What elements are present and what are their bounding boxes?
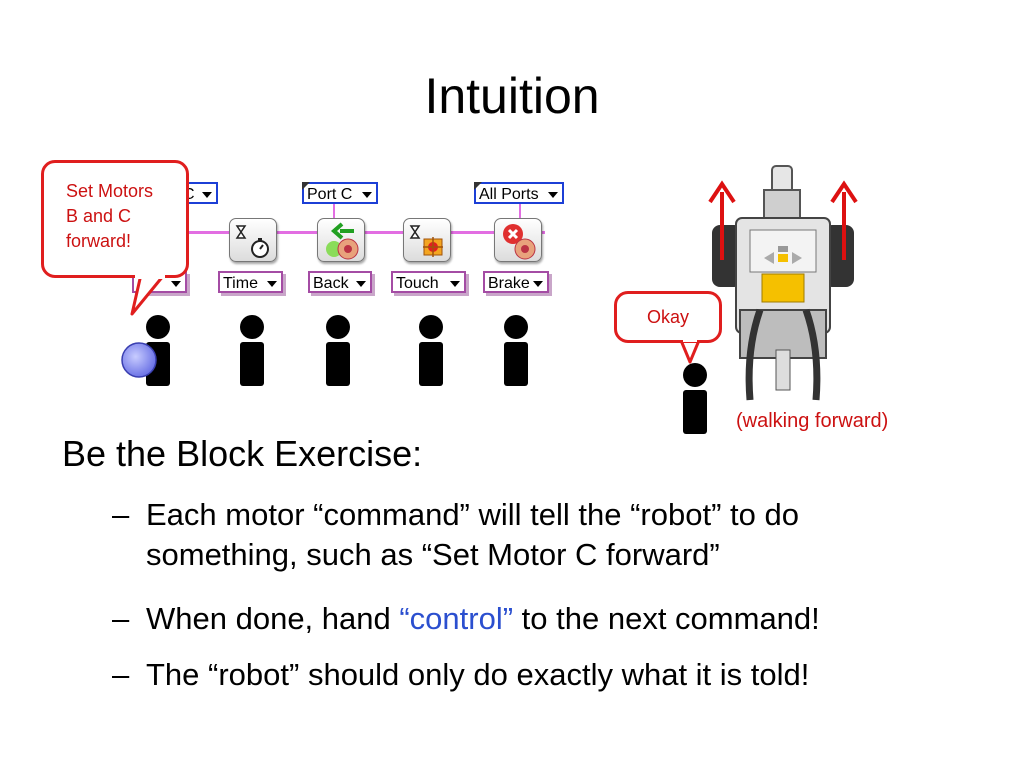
chevron-down-icon — [533, 281, 543, 287]
motor-arrow-icon — [326, 222, 359, 260]
control-highlight: “control” — [399, 601, 514, 636]
chevron-down-icon — [202, 192, 212, 198]
person-icon — [326, 315, 350, 386]
person-icon — [504, 315, 528, 386]
wait-time-block[interactable] — [229, 218, 277, 262]
motor-brake-block[interactable] — [494, 218, 542, 262]
speech-bubble-okay: Okay — [614, 291, 722, 343]
mode-dropdown-time[interactable]: Time — [218, 271, 283, 293]
bullet-item: – When done, hand “control” to the next … — [112, 601, 820, 636]
bullet-item: – The “robot” should only do exactly wha… — [112, 657, 810, 692]
chevron-down-icon — [548, 192, 558, 198]
person-icon — [419, 315, 443, 386]
chevron-down-icon — [362, 192, 372, 198]
chevron-down-icon — [267, 281, 277, 287]
slide-title: Intuition — [424, 68, 600, 124]
chevron-down-icon — [450, 281, 460, 287]
section-heading: Be the Block Exercise: — [62, 433, 423, 474]
port-dropdown-3[interactable]: All Ports — [474, 182, 564, 204]
robot-illustration — [708, 165, 858, 401]
mode-dropdown-brake[interactable]: Brake — [483, 271, 549, 293]
person-icon — [240, 315, 264, 386]
arrow-up-icon — [708, 180, 736, 260]
arrow-up-icon — [830, 180, 858, 260]
chevron-down-icon — [356, 281, 366, 287]
control-token-icon — [121, 342, 157, 378]
hourglass-timer-icon — [235, 225, 269, 258]
motor-back-block[interactable] — [317, 218, 365, 262]
wait-touch-block[interactable] — [403, 218, 451, 262]
person-icon — [683, 363, 707, 434]
touch-sensor-icon — [409, 225, 443, 257]
mode-dropdown-touch[interactable]: Touch — [391, 271, 466, 293]
stop-icon — [503, 224, 536, 260]
port-dropdown-2[interactable]: Port C — [302, 182, 378, 204]
bullet-item: – Each motor “command” will tell the “ro… — [112, 497, 799, 572]
robot-caption: (walking forward) — [736, 410, 889, 432]
speech-bubble-main: Set Motors B and C forward! — [41, 160, 189, 278]
chevron-down-icon — [171, 281, 181, 287]
mode-dropdown-back[interactable]: Back — [308, 271, 372, 293]
